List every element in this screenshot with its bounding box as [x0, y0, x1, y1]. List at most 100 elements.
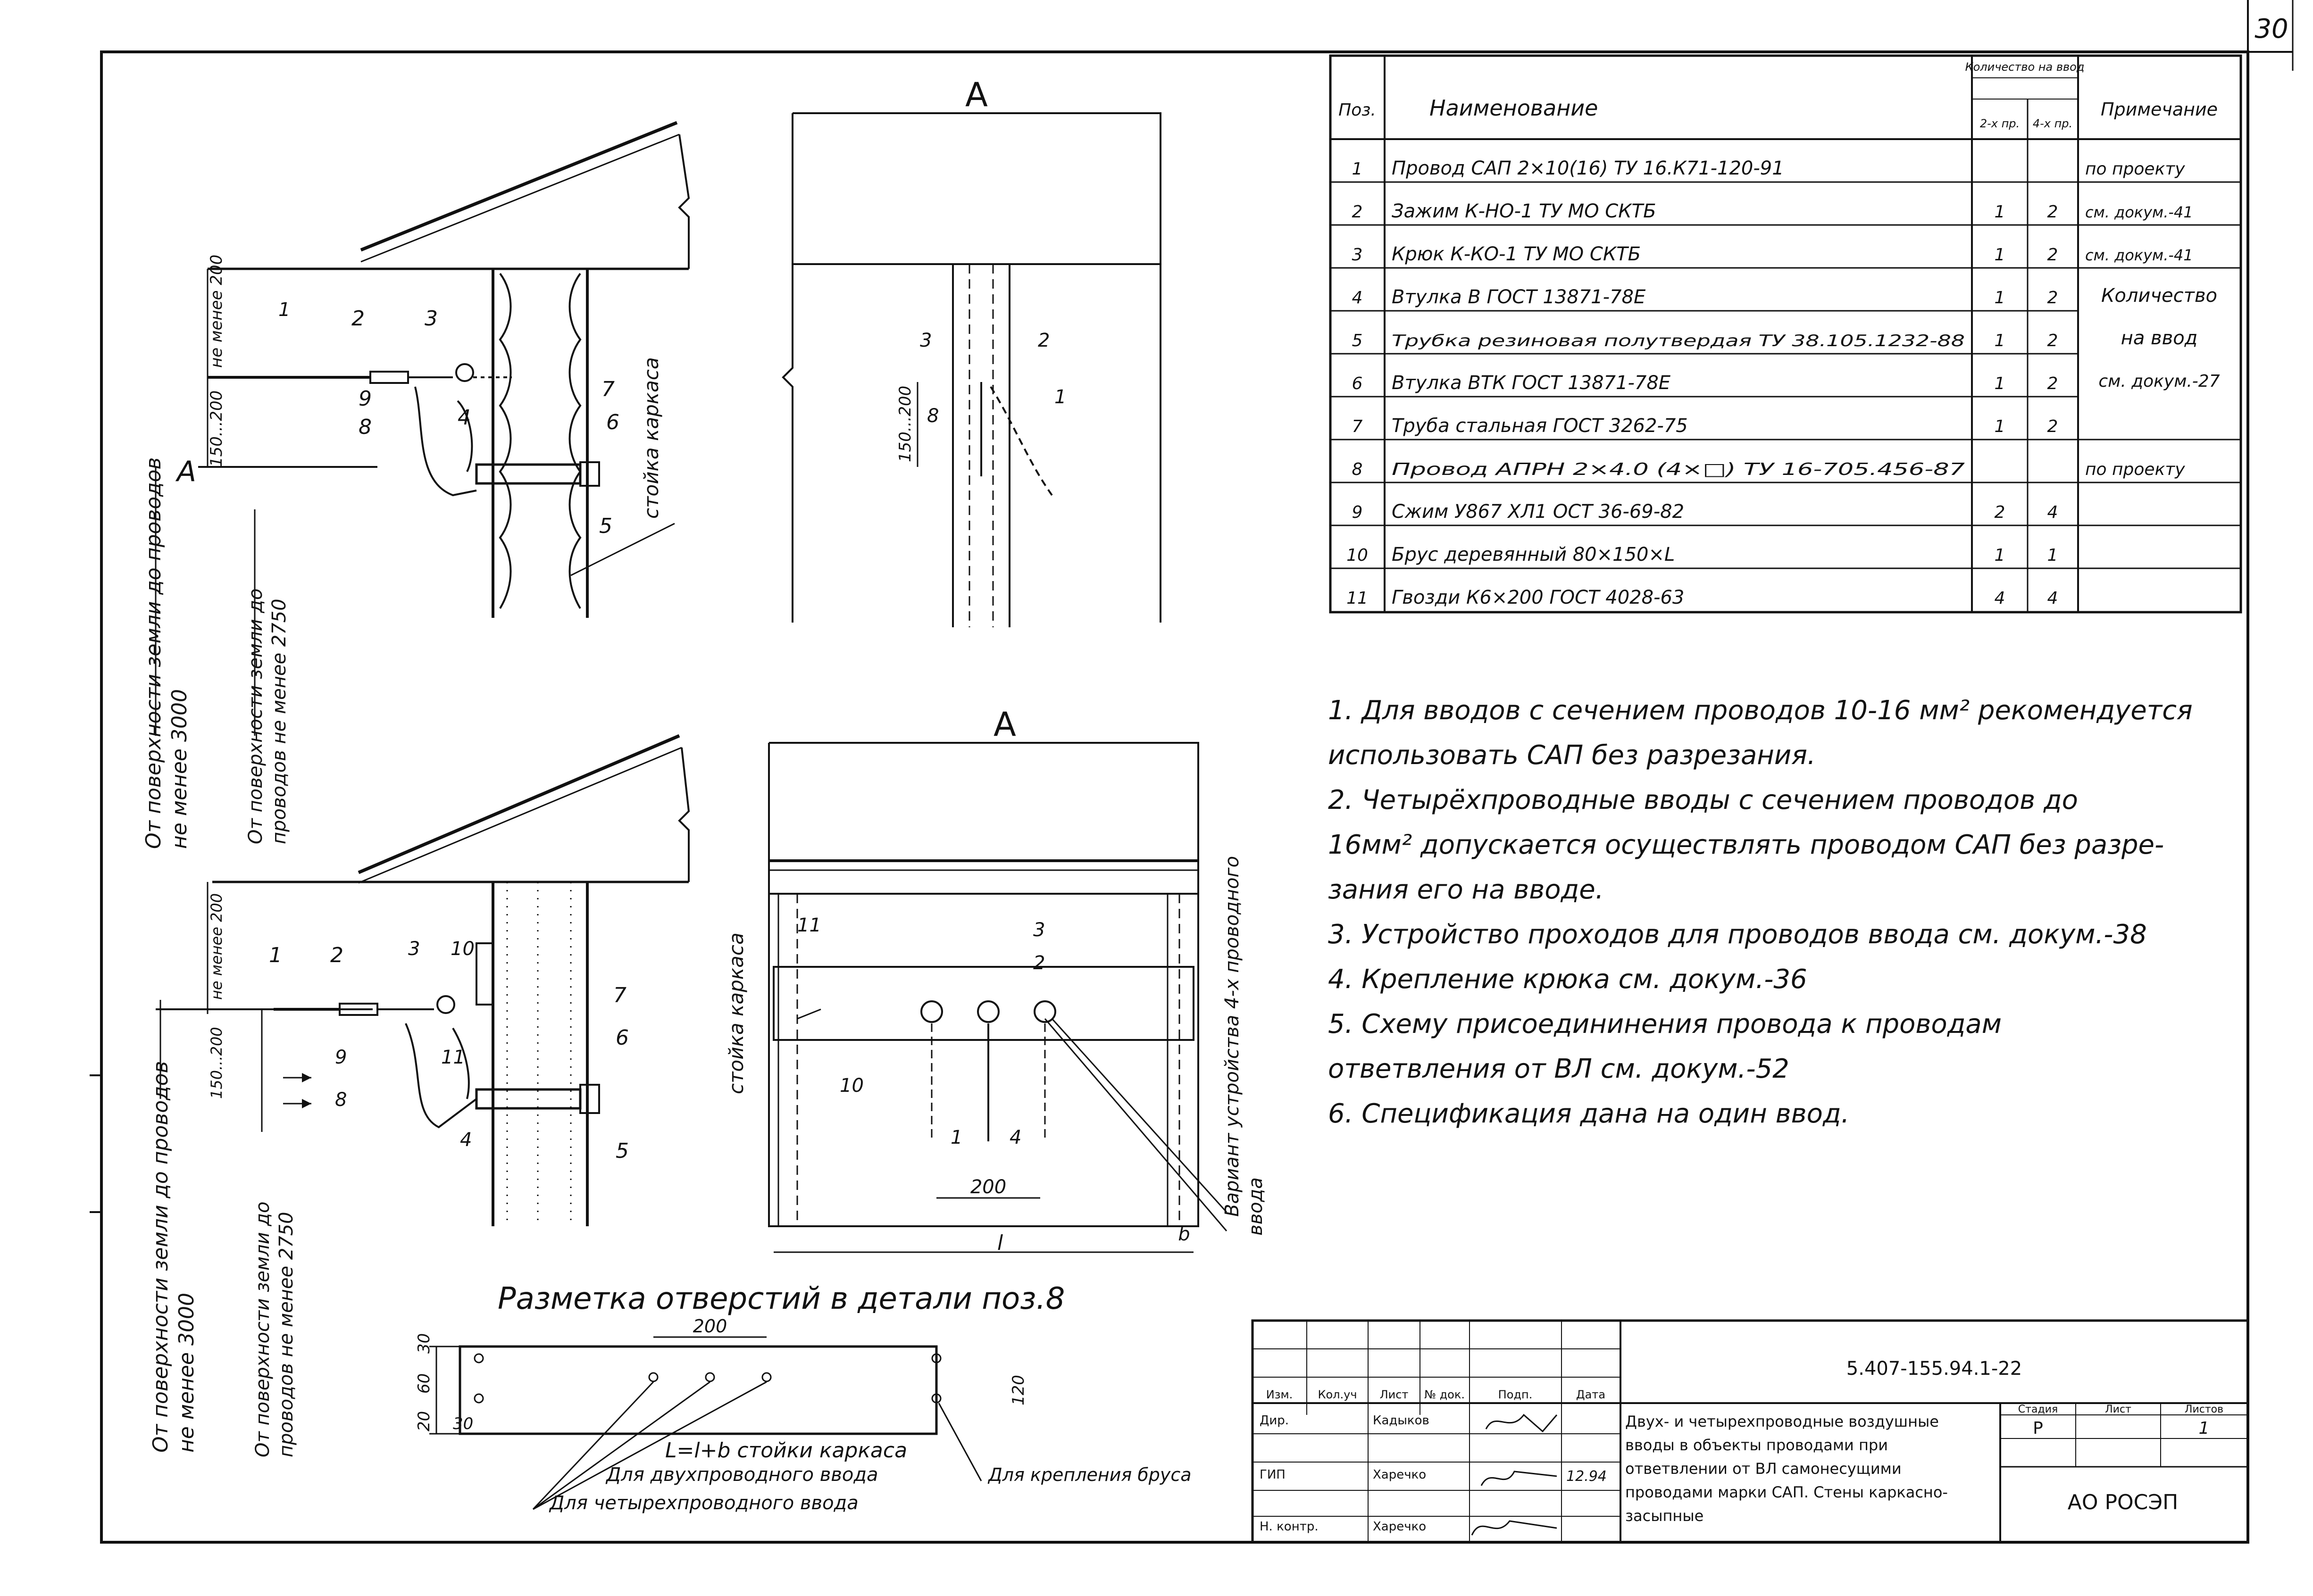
- name-gip: Харечко: [1373, 1468, 1426, 1482]
- row-6-pos: 6: [1352, 374, 1363, 393]
- callout-2-top: 2: [351, 307, 365, 331]
- title-line-3: ответвлении от ВЛ самонесущими: [1625, 1460, 1902, 1478]
- callout-8-top: 8: [359, 415, 372, 439]
- callout-9-bottom: 9: [335, 1047, 347, 1068]
- header-name: Наименование: [1429, 95, 1598, 121]
- row-9-pos: 9: [1352, 503, 1363, 522]
- row-3-pos: 3: [1352, 245, 1363, 265]
- title-line-4: проводами марки САП. Стены каркасно-: [1625, 1483, 1948, 1501]
- note-line-6: 3. Устройство проходов для проводов ввод…: [1328, 919, 2147, 950]
- title-block: 5.407-155.94.1-22 Изм. Кол.уч Лист № док…: [1251, 1319, 2249, 1544]
- row-1-pos: 1: [1352, 159, 1363, 179]
- header-qty-2: 2-х пр.: [1980, 117, 2020, 130]
- signature-nkontr: [1471, 1520, 1557, 1536]
- callout-11-view-bottom: 11: [797, 914, 821, 936]
- header-note: Примечание: [2101, 99, 2218, 120]
- dim-l-view-bottom: l: [997, 1231, 1003, 1255]
- note-line-3: 2. Четырёхпроводные вводы с сечением про…: [1328, 785, 2078, 815]
- row-4-pos: 4: [1352, 288, 1363, 308]
- callout-3-bottom: 3: [408, 938, 420, 960]
- callout-3-top: 3: [425, 307, 438, 331]
- title-line-5: засыпные: [1625, 1507, 1703, 1525]
- label-variant-2: ввода: [1245, 1177, 1267, 1236]
- view-a-top: А 150...200 3 2 1 8: [782, 75, 1161, 627]
- row-7-name: Труба стальная ГОСТ 3262-75: [1392, 415, 1688, 437]
- label-ground-3000-bottom-2: не менее 3000: [175, 1293, 199, 1453]
- row-5-q2: 1: [1995, 331, 2005, 350]
- callout-3-view-top: 3: [920, 330, 932, 351]
- note-line-7: 4. Крепление крюка см. докум.-36: [1328, 964, 1807, 995]
- marking-dim-60: 60: [415, 1373, 434, 1394]
- header-pos: Поз.: [1338, 100, 1376, 120]
- callout-8-bottom: 8: [335, 1089, 347, 1111]
- label-stoyka-bottom: стойка каркаса: [725, 932, 748, 1094]
- dim-not-less-200-top: не менее 200: [207, 255, 226, 368]
- row-4-q2: 1: [1995, 288, 2005, 308]
- marking-dim-200: 200: [693, 1316, 727, 1337]
- row-5-name: Трубка резиновая полутвердая ТУ 38.105.1…: [1392, 332, 1965, 350]
- row-11-q2: 4: [1995, 589, 2005, 608]
- signature-dir: [1485, 1413, 1558, 1433]
- col-header-koluch: Кол.уч: [1318, 1388, 1357, 1401]
- section-arrow-a-top: А: [175, 455, 196, 488]
- stage-value: Р: [2033, 1419, 2043, 1438]
- col-header-podp: Подп.: [1498, 1388, 1533, 1401]
- date-gip: 12.94: [1566, 1468, 1607, 1485]
- notes: 1. Для вводов с сечением проводов 10-16 …: [1328, 695, 2193, 1129]
- role-nkontr: Н. контр.: [1260, 1520, 1319, 1534]
- row-10-q4: 1: [2047, 546, 2058, 565]
- label-ground-2750-bottom-1: От поверхности земли до: [252, 1202, 274, 1457]
- stage-label: Стадия: [2018, 1404, 2058, 1415]
- view-a-label-bottom: А: [994, 705, 1016, 744]
- col-header-izm: Изм.: [1266, 1388, 1293, 1401]
- role-gip: ГИП: [1260, 1468, 1286, 1482]
- row-2-name: Зажим К-НО-1 ТУ МО СКТБ: [1392, 200, 1656, 222]
- marking-label-length: L=l+b стойки каркаса: [665, 1438, 907, 1463]
- marking-dim-20: 20: [415, 1411, 434, 1431]
- row-11-pos: 11: [1346, 589, 1368, 608]
- org-name: АО РОСЭП: [2068, 1490, 2178, 1514]
- header-qty-4: 4-х пр.: [2033, 117, 2072, 130]
- spec-table: Поз. Наименование Количество на ввод 2-х…: [1329, 54, 2242, 614]
- callout-1-view-bottom: 1: [951, 1127, 962, 1148]
- callout-10-bottom: 10: [451, 938, 475, 960]
- col-header-ndok: № док.: [1424, 1388, 1465, 1401]
- row-6-q4: 2: [2047, 374, 2058, 393]
- row-7-q4: 2: [2047, 417, 2058, 436]
- row-7-q2: 1: [1995, 417, 2005, 436]
- sheets-label: Листов: [2185, 1404, 2223, 1415]
- detail-two-wire: не менее 200 150...200 От поверхности зе…: [142, 121, 690, 849]
- row-10-name: Брус деревянный 80×150×L: [1392, 544, 1675, 565]
- label-stoyka-top: стойка каркаса: [640, 357, 663, 519]
- page-number: 30: [2255, 14, 2288, 44]
- dim-200-view-bottom: 200: [970, 1176, 1006, 1198]
- label-ground-3000-top-1: От поверхности земли до проводов: [142, 457, 166, 849]
- callout-4-top: 4: [458, 406, 471, 430]
- row-9-q4: 4: [2047, 503, 2058, 522]
- row-1-note: по проекту: [2085, 159, 2185, 179]
- label-ground-2750-top-1: От поверхности земли до: [245, 589, 267, 844]
- callout-2-view-bottom: 2: [1033, 952, 1045, 974]
- label-ground-2750-bottom-2: проводов не менее 2750: [276, 1212, 297, 1457]
- row-5-pos: 5: [1352, 331, 1363, 350]
- row-1-name: Провод САП 2×10(16) ТУ 16.К71-120-91: [1392, 158, 1784, 179]
- row-4-name: Втулка В ГОСТ 13871-78Е: [1392, 286, 1646, 308]
- title-line-1: Двух- и четырехпроводные воздушные: [1625, 1413, 1939, 1430]
- row-11-name: Гвозди К6×200 ГОСТ 4028-63: [1392, 587, 1684, 608]
- row-8-name: Провод АПРН 2×4.0 (4×□) ТУ 16-705.456-87: [1392, 460, 1965, 479]
- row-6-q2: 1: [1995, 374, 2005, 393]
- callout-7-top: 7: [601, 377, 615, 401]
- spec-rows: 1 Провод САП 2×10(16) ТУ 16.К71-120-91 п…: [1330, 158, 2241, 608]
- col-header-list: Лист: [1380, 1388, 1409, 1401]
- dim-150-200-bottom: 150...200: [208, 1027, 225, 1099]
- marking-title: Разметка отверстий в детали поз.8: [498, 1281, 1065, 1316]
- row-3-name: Крюк К-КО-1 ТУ МО СКТБ: [1392, 243, 1641, 265]
- row-9-name: Сжим У867 ХЛ1 ОСТ 36-69-82: [1392, 501, 1684, 523]
- role-dir: Дир.: [1260, 1413, 1289, 1428]
- callout-1-view-top: 1: [1054, 386, 1066, 408]
- label-ground-3000-bottom-1: От поверхности земли до проводов: [149, 1061, 173, 1453]
- row-8-pos: 8: [1352, 460, 1363, 479]
- callout-5-top: 5: [599, 514, 612, 538]
- note-line-4: 16мм² допускается осуществлять проводом …: [1328, 830, 2164, 860]
